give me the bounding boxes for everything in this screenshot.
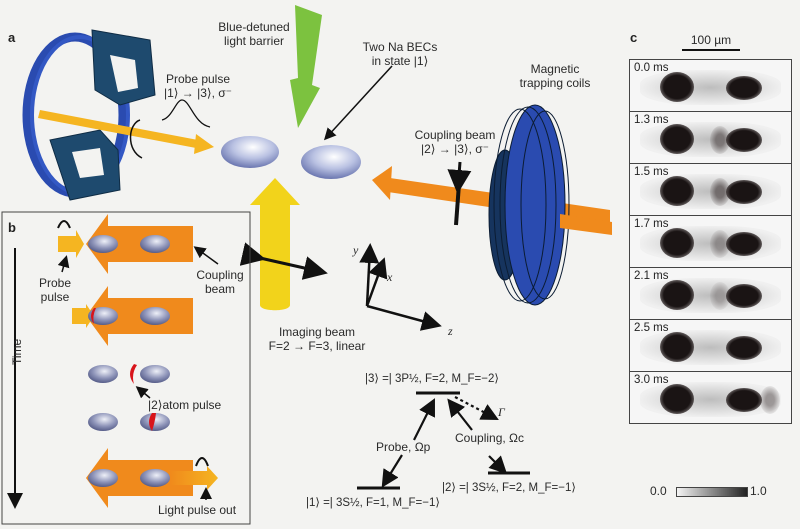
probe-b-line2: pulse bbox=[40, 290, 70, 304]
imaging-line1: Imaging beam bbox=[278, 325, 356, 339]
bec-left-image bbox=[660, 176, 694, 206]
step-light-out bbox=[86, 448, 218, 508]
coupling-b-line2: beam bbox=[204, 282, 236, 296]
becs-line2: in state |1⟩ bbox=[371, 54, 429, 68]
axis-z-label: z bbox=[448, 324, 453, 338]
step-atom-pulse bbox=[88, 364, 170, 431]
image-frame: 2.1 ms bbox=[630, 268, 791, 320]
panel-c-letter: c bbox=[630, 30, 638, 45]
imaging-line2: F=2 → F=3, linear bbox=[268, 339, 366, 353]
coils-line2: trapping coils bbox=[519, 76, 591, 90]
bec-left bbox=[221, 136, 279, 168]
frame-time-label: 1.3 ms bbox=[634, 114, 669, 126]
image-frame: 3.0 ms bbox=[630, 372, 791, 423]
polarization-circle-icon bbox=[129, 119, 143, 159]
axis-x-label: x bbox=[387, 270, 393, 284]
probe-line2: |1⟩ → |3⟩, σ⁻ bbox=[163, 86, 233, 100]
coupling-transition-label: Coupling, Ωc bbox=[455, 431, 525, 445]
becs-label: Two Na BECs in state |1⟩ bbox=[345, 40, 455, 68]
step-probe-enters bbox=[57, 214, 219, 274]
atom-pulse-image bbox=[710, 178, 730, 206]
becs-line1: Two Na BECs bbox=[362, 40, 438, 54]
panel-b-letter: b bbox=[8, 220, 16, 235]
bec-right-image bbox=[726, 180, 762, 204]
probe-line1: Probe pulse bbox=[165, 72, 231, 86]
state1-label: |1⟩ =| 3S½, F=1, M_F=−1⟩ bbox=[306, 497, 440, 509]
coils-line1: Magnetic bbox=[530, 62, 580, 76]
right-trap-coil bbox=[488, 104, 612, 306]
state2-label: |2⟩ =| 3S½, F=2, M_F=−1⟩ bbox=[442, 482, 576, 494]
bec-right-image bbox=[726, 76, 762, 100]
time-label: Time bbox=[10, 338, 24, 365]
frame-time-label: 2.5 ms bbox=[634, 322, 669, 334]
coupling-beam-label: Coupling beam |2⟩ → |3⟩, σ⁻ bbox=[400, 128, 510, 156]
light-barrier-line2: light barrier bbox=[223, 34, 285, 48]
atom-pulse-image bbox=[710, 230, 730, 258]
bec-right-image bbox=[726, 388, 762, 412]
coupling-b-line1: Coupling bbox=[196, 268, 244, 282]
colorbar-max-label: 1.0 bbox=[750, 484, 767, 498]
frame-time-label: 3.0 ms bbox=[634, 374, 669, 386]
light-barrier-arrow bbox=[290, 5, 322, 128]
axis-y-label: y bbox=[353, 243, 359, 257]
bec-left-image bbox=[660, 72, 694, 102]
bec-left-image bbox=[660, 280, 694, 310]
scale-bar-label: 100 µm bbox=[690, 33, 732, 47]
panel-b-frame bbox=[1, 211, 251, 525]
light-barrier-line1: Blue-detuned bbox=[218, 20, 290, 34]
bec-left-image bbox=[660, 384, 694, 414]
probe-pulse-label: Probe pulse |1⟩ → |3⟩, σ⁻ bbox=[148, 72, 248, 100]
atom-pulse-label: |2⟩atom pulse bbox=[148, 398, 222, 412]
coupling-line1: Coupling beam bbox=[414, 128, 496, 142]
bec-right-image bbox=[726, 128, 762, 152]
pulse-shape-icon bbox=[161, 99, 211, 128]
frame-time-label: 0.0 ms bbox=[634, 62, 669, 74]
coordinate-axes bbox=[359, 243, 442, 331]
probe-pulse-b-label: Probe pulse bbox=[30, 276, 80, 304]
image-frame: 1.3 ms bbox=[630, 112, 791, 164]
absorption-image-stack: 0.0 ms 1.3 ms 1.5 ms 1.7 ms 2.1 ms 2.5 ms 3.0 … bbox=[629, 59, 792, 424]
image-frame: 0.0 ms bbox=[630, 60, 791, 112]
imaging-beam-arrow bbox=[250, 178, 300, 311]
atom-pulse-image bbox=[760, 386, 780, 414]
frame-time-label: 2.1 ms bbox=[634, 270, 669, 282]
state3-label: |3⟩ =| 3P½, F=2, M_F=−2⟩ bbox=[365, 373, 499, 385]
energy-level-diagram bbox=[357, 391, 530, 490]
left-trap-coil bbox=[22, 29, 156, 201]
coupling-line2: |2⟩ → |3⟩, σ⁻ bbox=[420, 142, 490, 156]
light-barrier-label: Blue-detuned light barrier bbox=[204, 20, 304, 48]
frame-time-label: 1.5 ms bbox=[634, 166, 669, 178]
probe-beam-arrow bbox=[38, 110, 214, 154]
colorbar bbox=[676, 487, 748, 497]
image-frame: 2.5 ms bbox=[630, 320, 791, 372]
imaging-polarization-arrow bbox=[239, 242, 328, 280]
coupling-beam-b-label: Coupling beam bbox=[190, 268, 250, 296]
atom-pulse-image bbox=[710, 282, 730, 310]
bec-left-image bbox=[660, 228, 694, 258]
probe-b-line1: Probe bbox=[38, 276, 72, 290]
bec-right-image bbox=[726, 232, 762, 256]
imaging-beam-label: Imaging beam F=2 → F=3, linear bbox=[262, 325, 372, 353]
step-probe-stored bbox=[72, 286, 193, 346]
image-frame: 1.7 ms bbox=[630, 216, 791, 268]
colorbar-min-label: 0.0 bbox=[650, 484, 667, 498]
coils-label: Magnetic trapping coils bbox=[500, 62, 610, 90]
panel-a-letter: a bbox=[8, 30, 16, 45]
atom-pulse-image bbox=[710, 126, 730, 154]
bec-left-image bbox=[660, 124, 694, 154]
bec-pointer-arrow bbox=[323, 65, 393, 141]
bec-right-image bbox=[726, 284, 762, 308]
bec-right bbox=[301, 145, 361, 179]
frame-time-label: 1.7 ms bbox=[634, 218, 669, 230]
image-frame: 1.5 ms bbox=[630, 164, 791, 216]
bec-right-image bbox=[726, 336, 762, 360]
decay-label: Γ bbox=[498, 405, 505, 419]
light-pulse-out-label: Light pulse out bbox=[158, 503, 237, 517]
probe-transition-label: Probe, Ωp bbox=[376, 440, 431, 454]
bec-left-image bbox=[660, 332, 694, 362]
